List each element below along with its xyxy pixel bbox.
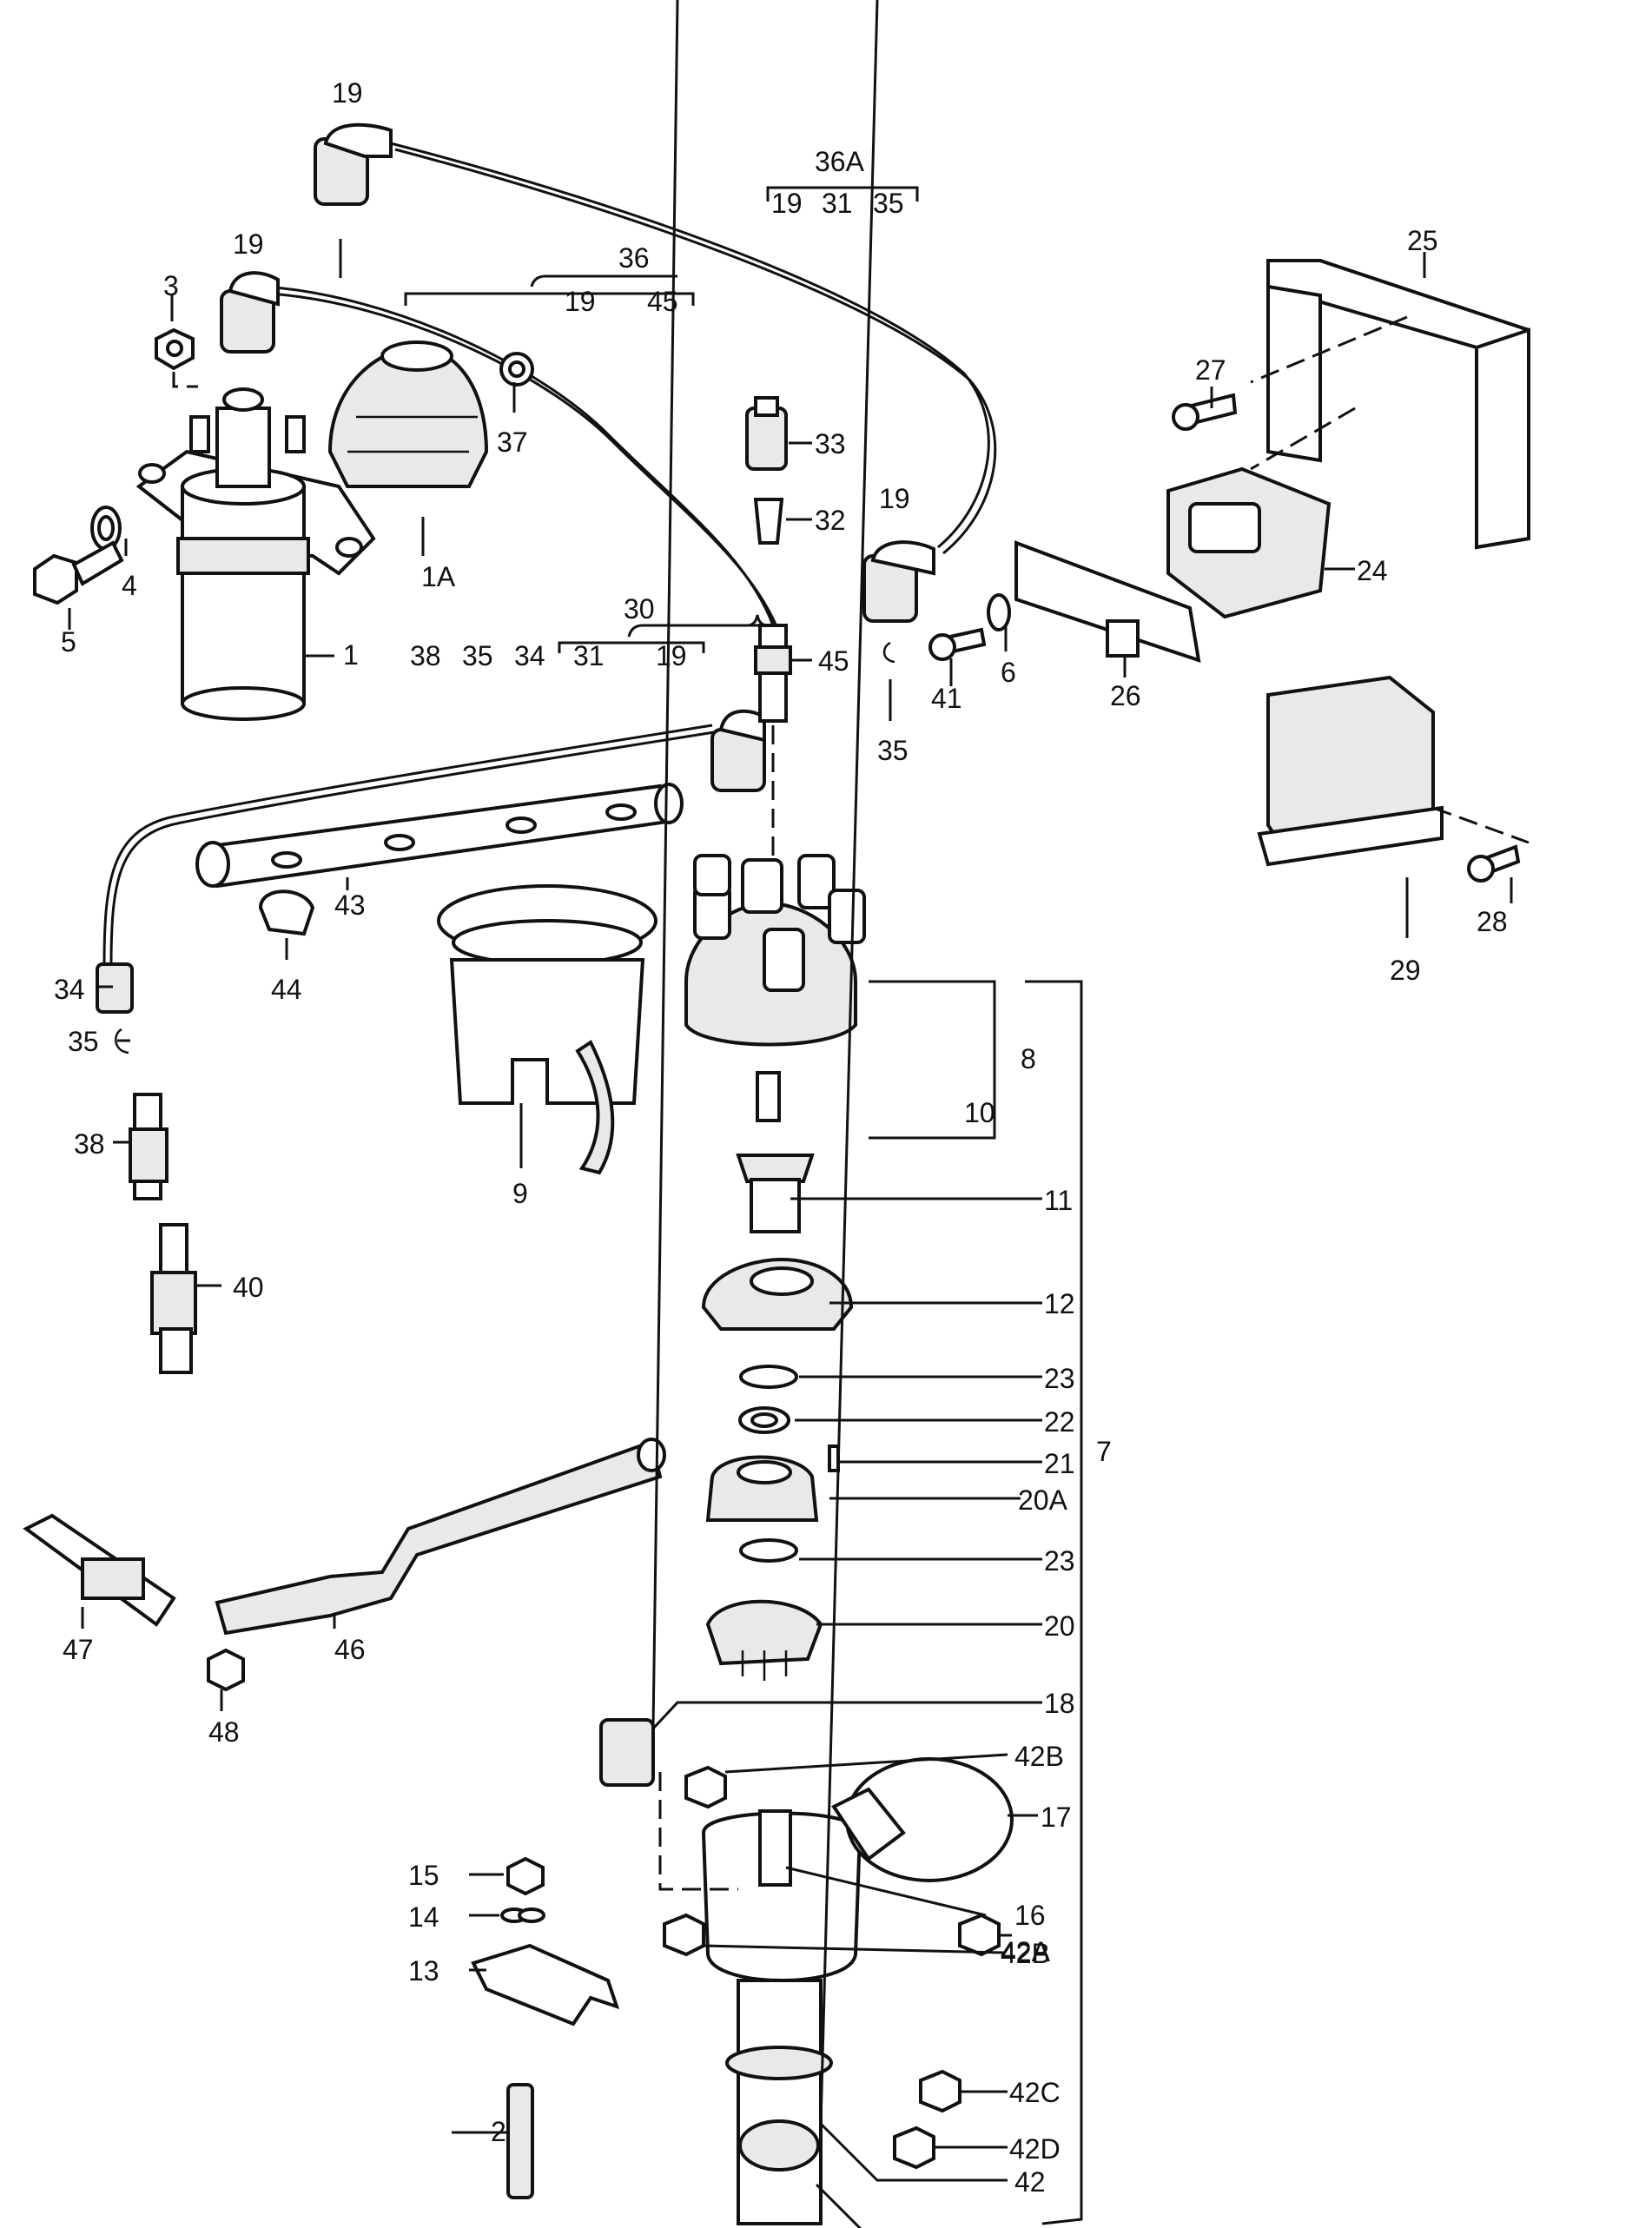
- label-21: 21: [1044, 1448, 1075, 1479]
- spark-plug-assembly: [96, 962, 197, 1374]
- label-6: 6: [1001, 657, 1016, 688]
- label-42D: 42D: [1009, 2133, 1061, 2165]
- label-42: 42: [1014, 2166, 1046, 2198]
- plug-lead-30: [102, 724, 713, 965]
- label-47: 47: [63, 1634, 94, 1665]
- label-20A: 20A: [1018, 1484, 1068, 1516]
- callout-labels: 1 1A 2 3 4 5 6 7 8 9 10 11 12 13 14 15 1…: [54, 77, 1508, 2198]
- coil-cover: [327, 340, 489, 488]
- label-13: 13: [408, 1955, 439, 1987]
- label-9: 9: [512, 1178, 528, 1209]
- label-42B-b: 42B: [1001, 1938, 1050, 1969]
- suppressor-parts: [115, 396, 895, 1054]
- assembly-lines: [658, 315, 1530, 1891]
- label-35-b: 35: [877, 735, 909, 766]
- label-33: 33: [815, 428, 846, 459]
- distributor-stack: [701, 1071, 854, 1681]
- label-29: 29: [1390, 955, 1421, 986]
- label-19-a: 19: [332, 77, 363, 109]
- label-30-group-31: 31: [573, 640, 605, 671]
- distributor-shield: [437, 884, 657, 1175]
- plug-lead-30-outline: [109, 731, 715, 965]
- label-37: 37: [497, 426, 528, 458]
- label-24: 24: [1357, 555, 1388, 586]
- label-32: 32: [815, 505, 846, 536]
- coil-lead-36-outline: [268, 292, 780, 631]
- label-44: 44: [271, 974, 302, 1005]
- label-36A-group-31: 31: [822, 188, 853, 219]
- label-26: 26: [1110, 680, 1141, 711]
- label-30-group-35: 35: [462, 640, 493, 671]
- label-48: 48: [208, 1716, 240, 1748]
- label-35-a: 35: [68, 1026, 99, 1057]
- label-15: 15: [408, 1860, 439, 1891]
- label-36: 36: [618, 242, 650, 274]
- label-23-b: 23: [1044, 1545, 1075, 1577]
- label-3: 3: [163, 270, 179, 301]
- label-20: 20: [1044, 1610, 1075, 1642]
- label-12: 12: [1044, 1288, 1075, 1319]
- label-42C: 42C: [1009, 2077, 1061, 2108]
- label-38: 38: [74, 1128, 105, 1160]
- label-7: 7: [1096, 1436, 1112, 1467]
- ignition-coil: [135, 387, 376, 721]
- label-19-c: 19: [879, 483, 910, 514]
- control-module: [1014, 259, 1530, 867]
- label-30-group-34: 34: [514, 640, 545, 671]
- label-40: 40: [233, 1272, 264, 1303]
- label-8: 8: [1021, 1043, 1036, 1074]
- coil-fasteners: [33, 327, 198, 605]
- label-23-a: 23: [1044, 1363, 1075, 1394]
- module-screws: [928, 393, 1521, 883]
- label-4: 4: [122, 570, 137, 601]
- label-46: 46: [334, 1634, 366, 1665]
- plug-connector-boots: [220, 122, 935, 792]
- label-42A: 42A: [1001, 1936, 1051, 1967]
- label-11: 11: [1044, 1185, 1073, 1216]
- ht-leads: [102, 142, 997, 965]
- distributor-body: [599, 1718, 1014, 2225]
- label-41: 41: [931, 683, 962, 714]
- label-30-group-38: 38: [410, 640, 441, 671]
- distributor-cap: [684, 854, 866, 1047]
- label-34: 34: [54, 974, 85, 1005]
- label-2: 2: [491, 2116, 506, 2147]
- label-36-group-19: 19: [565, 286, 596, 317]
- label-25: 25: [1407, 225, 1438, 256]
- label-5: 5: [61, 626, 76, 658]
- label-28: 28: [1477, 906, 1508, 937]
- wire-clip: [499, 352, 534, 387]
- label-36A-group-19: 19: [771, 188, 803, 219]
- label-30-group-19: 19: [656, 640, 687, 671]
- leader-lines: [68, 0, 1513, 2228]
- coil-lead-36A-outline: [394, 148, 997, 555]
- label-36-group-45: 45: [647, 286, 678, 317]
- label-36A: 36A: [815, 146, 865, 177]
- label-43: 43: [334, 889, 366, 921]
- label-1: 1: [343, 639, 359, 671]
- bracket-assembly: [23, 1438, 666, 1692]
- label-18: 18: [1044, 1688, 1075, 1719]
- label-1A: 1A: [421, 561, 456, 592]
- label-45: 45: [818, 645, 849, 677]
- label-22: 22: [1044, 1406, 1075, 1438]
- label-30: 30: [624, 593, 655, 625]
- label-14: 14: [408, 1901, 439, 1933]
- label-27: 27: [1195, 354, 1226, 386]
- group-brackets: [404, 186, 1083, 2225]
- clamp-parts: [471, 1856, 620, 2199]
- label-10: 10: [964, 1097, 995, 1128]
- lead-tube: [195, 783, 684, 936]
- label-16: 16: [1014, 1900, 1046, 1931]
- label-36A-group-35: 35: [873, 188, 904, 219]
- label-17: 17: [1041, 1802, 1072, 1833]
- label-19-b: 19: [233, 228, 264, 260]
- coil-lead-36A: [390, 142, 990, 549]
- label-42B-a: 42B: [1014, 1741, 1064, 1772]
